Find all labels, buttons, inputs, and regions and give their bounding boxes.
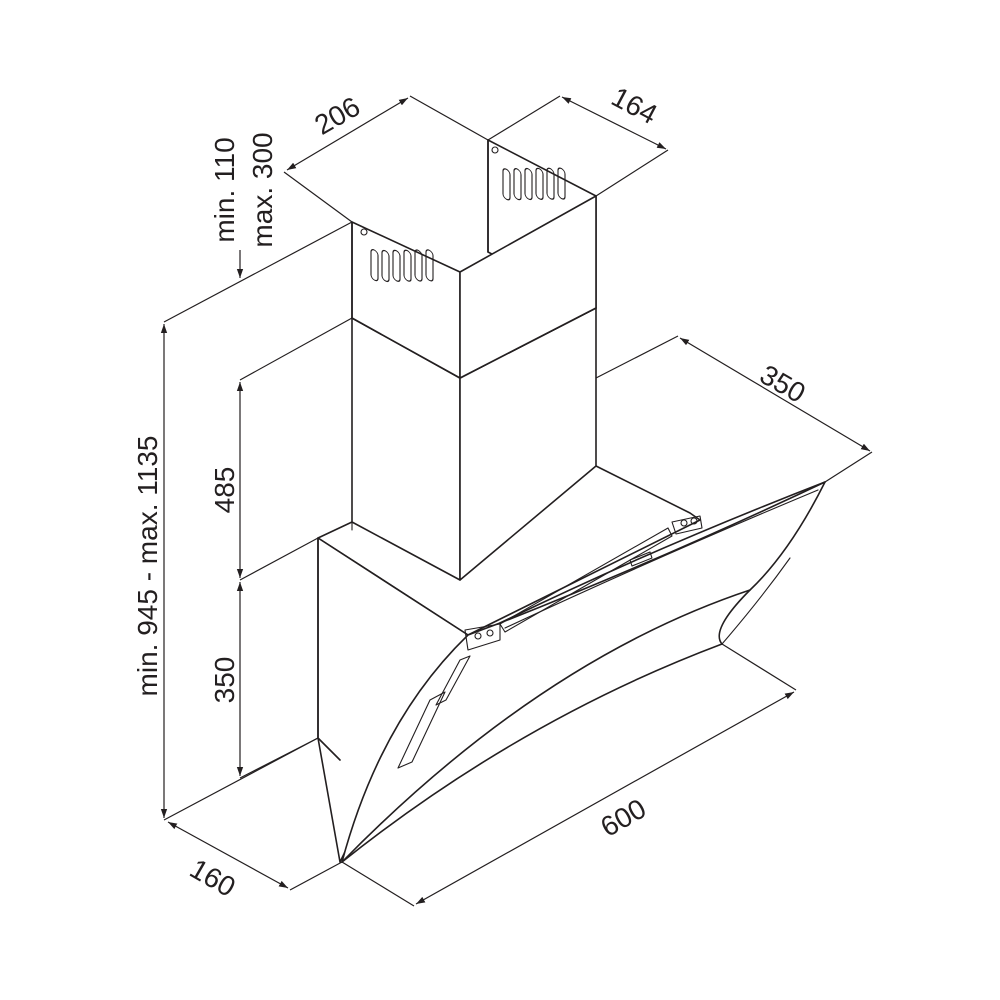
label-206: 206 xyxy=(309,91,365,141)
glass-top-edge xyxy=(499,481,826,624)
control-strip xyxy=(499,527,673,633)
bracket-right xyxy=(671,515,703,535)
label-350-depth: 350 xyxy=(755,359,811,409)
screw-hole-icon xyxy=(360,228,368,236)
dimension-lines xyxy=(160,95,873,907)
label-350-height: 350 xyxy=(209,657,240,704)
dim-line-160 xyxy=(167,821,289,889)
label-total-height: min. 945 - max. 1135 xyxy=(132,436,163,697)
bracket-left xyxy=(464,623,501,651)
vent-slots-left xyxy=(370,249,434,283)
mounting-brackets xyxy=(397,515,703,769)
dim-line-600 xyxy=(415,691,795,905)
label-160: 160 xyxy=(185,853,241,903)
vent-slots-back xyxy=(502,167,566,201)
label-485: 485 xyxy=(209,467,240,514)
upper-chimney-right-face xyxy=(459,195,597,379)
dim-line-350-depth xyxy=(679,337,871,452)
label-min-110: min. 110 xyxy=(209,137,240,242)
dim-line-206 xyxy=(286,97,409,171)
label-600: 600 xyxy=(595,793,651,843)
dim-line-164 xyxy=(561,96,667,150)
lower-chimney xyxy=(351,307,597,581)
glass-side-edge xyxy=(721,557,791,645)
label-max-300: max. 300 xyxy=(247,132,278,247)
screw-hole-icon xyxy=(491,146,499,154)
